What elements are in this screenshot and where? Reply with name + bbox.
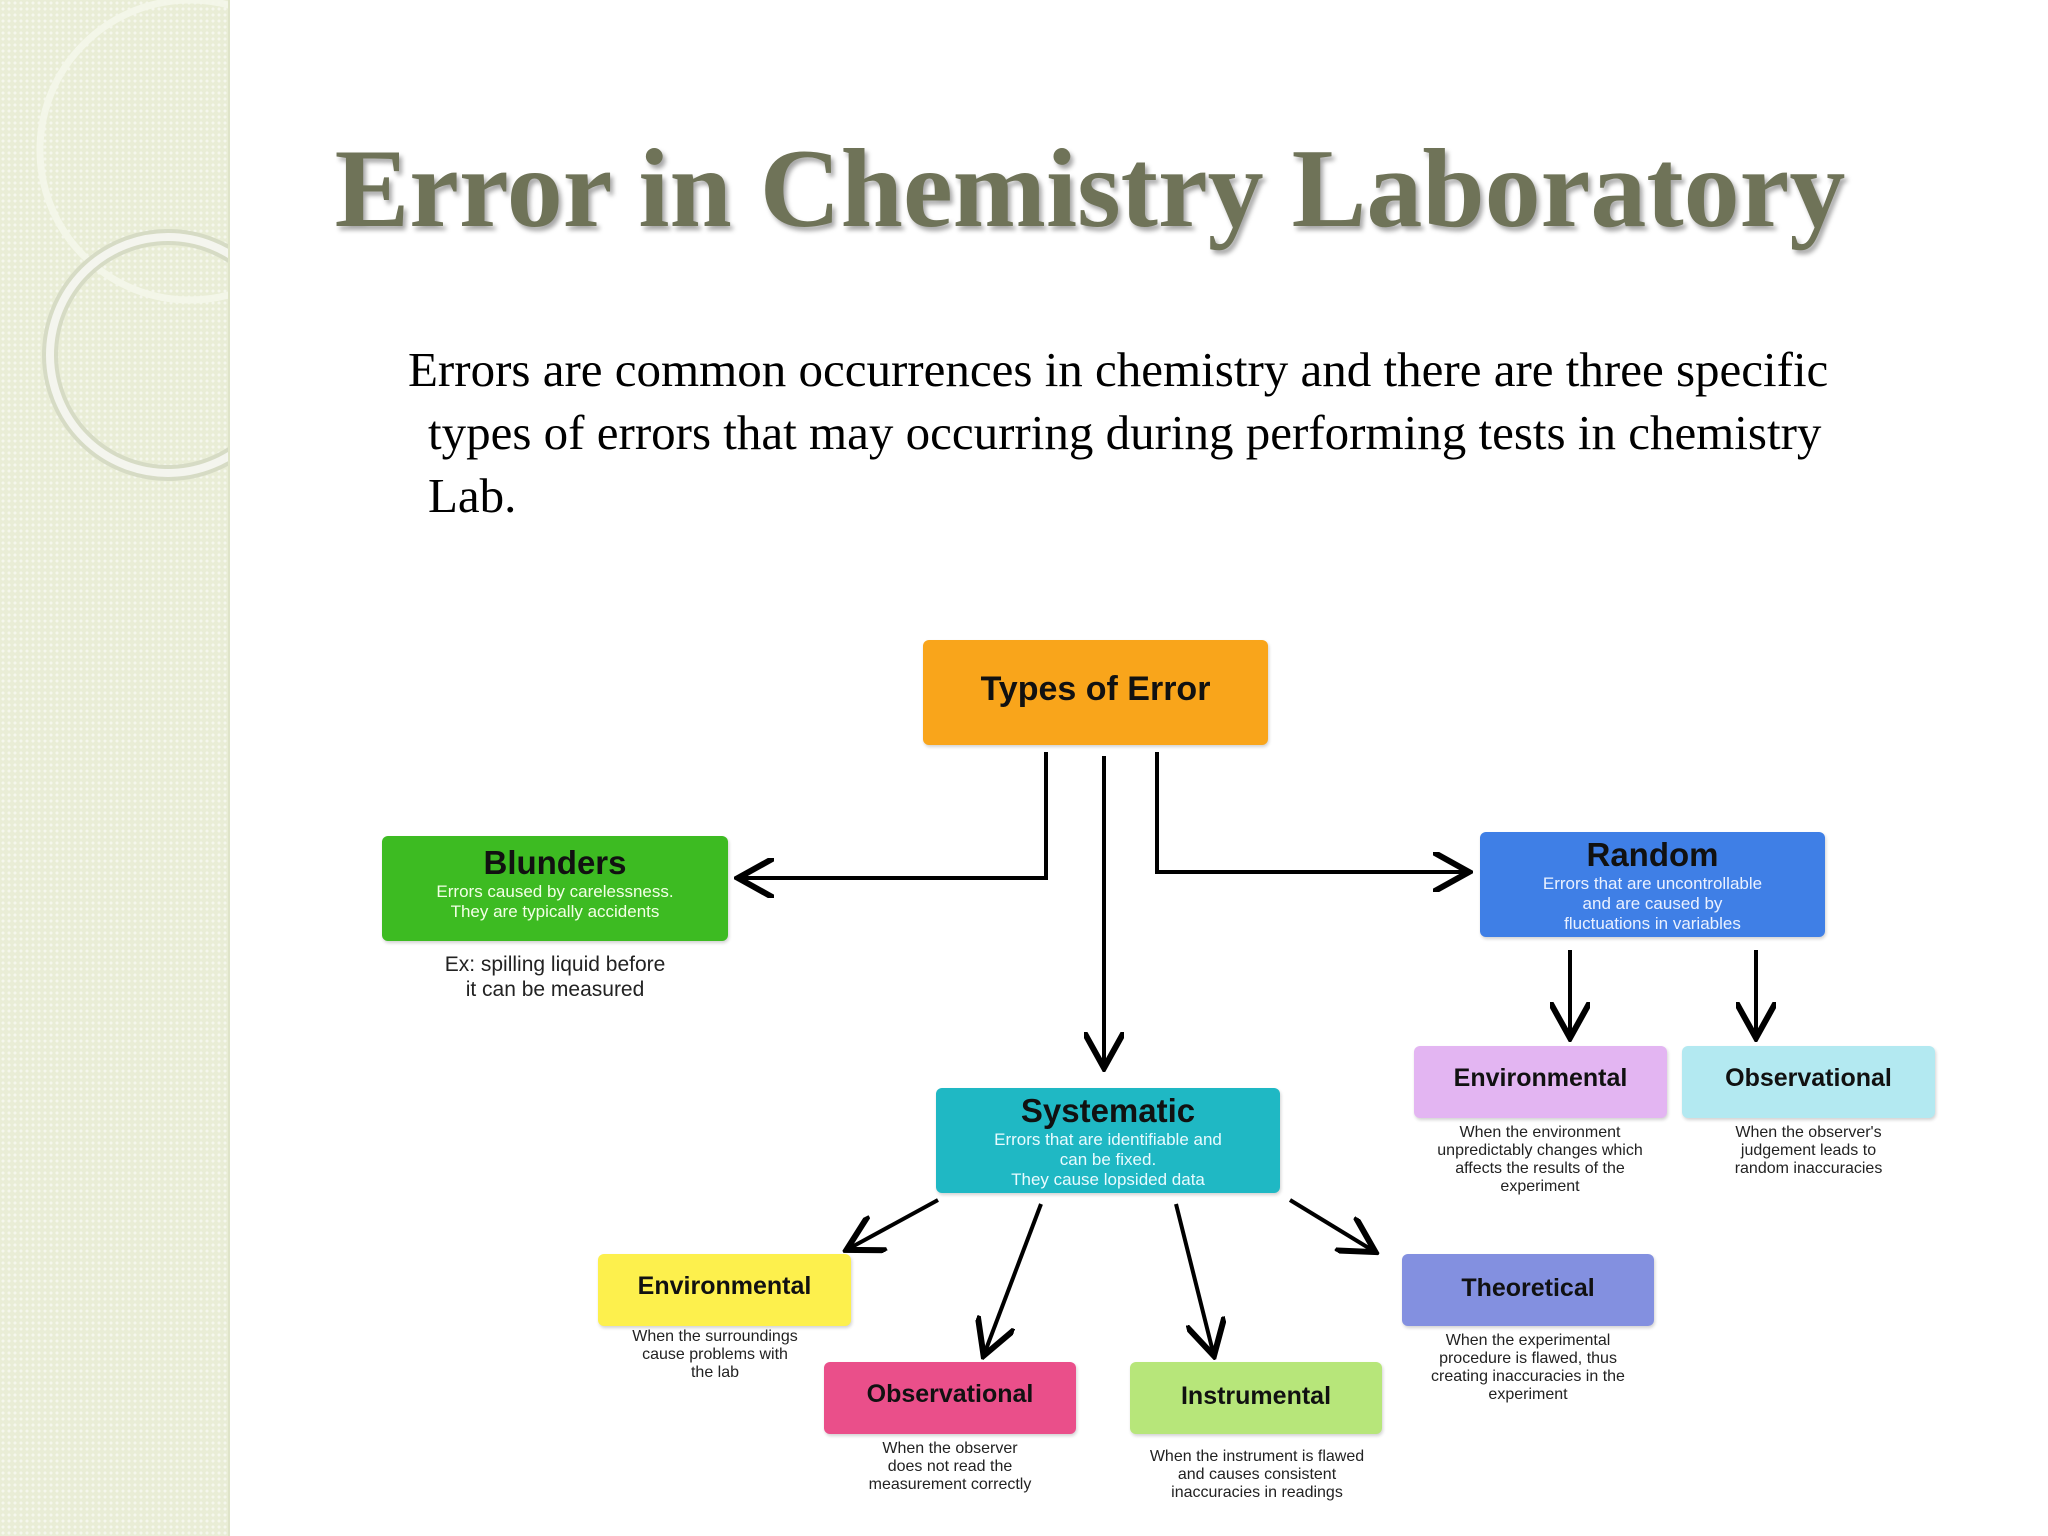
arrow-to-sys-environmental bbox=[850, 1198, 939, 1248]
caption-line: it can be measured bbox=[465, 978, 645, 1001]
caption-line: random inaccuracies bbox=[1734, 1160, 1883, 1177]
caption-line: measurement correctly bbox=[868, 1476, 1032, 1493]
node-label: Observational bbox=[866, 1380, 1034, 1408]
random-observational-node: Observational bbox=[1682, 1046, 1935, 1118]
node-label: Theoretical bbox=[1461, 1274, 1595, 1302]
random-environmental-caption: When the environment unpredictably chang… bbox=[1390, 1124, 1690, 1196]
caption-line: procedure is flawed, thus bbox=[1439, 1350, 1617, 1367]
node-description: They are typically accidents bbox=[450, 902, 660, 921]
node-description: fluctuations in variables bbox=[1564, 914, 1741, 933]
caption-line: When the observer's bbox=[1735, 1124, 1882, 1141]
node-label: Instrumental bbox=[1180, 1382, 1332, 1410]
node-description: Errors caused by carelessness. bbox=[436, 882, 674, 901]
systematic-environmental-caption: When the surroundings cause problems wit… bbox=[592, 1328, 838, 1382]
systematic-environmental-node: Environmental bbox=[598, 1254, 851, 1326]
intro-line: types of errors that may occurring durin… bbox=[428, 405, 1822, 460]
node-description: Errors that are identifiable and bbox=[994, 1130, 1222, 1149]
caption-line: Ex: spilling liquid before bbox=[444, 953, 666, 976]
caption-line: When the observer bbox=[882, 1440, 1018, 1457]
node-label: Blunders bbox=[483, 844, 627, 881]
caption-line: and causes consistent bbox=[1177, 1466, 1337, 1483]
systematic-theoretical-node: Theoretical bbox=[1402, 1254, 1654, 1326]
node-description: They cause lopsided data bbox=[1011, 1170, 1205, 1189]
blunders-node: Blunders Errors caused by carelessness. … bbox=[382, 836, 728, 941]
systematic-observational-caption: When the observer does not read the meas… bbox=[824, 1440, 1076, 1494]
systematic-node: Systematic Errors that are identifiable … bbox=[936, 1088, 1280, 1193]
decorative-rings-icon bbox=[36, 0, 228, 481]
caption-line: unpredictably changes which bbox=[1437, 1142, 1643, 1159]
node-label: Environmental bbox=[1453, 1064, 1628, 1092]
systematic-instrumental-caption: When the instrument is flawed and causes… bbox=[1116, 1448, 1398, 1502]
caption-line: judgement leads to bbox=[1740, 1142, 1877, 1159]
arrow-to-random bbox=[1155, 752, 1465, 872]
node-description: Errors that are uncontrollable bbox=[1542, 874, 1763, 893]
caption-line: When the instrument is flawed bbox=[1149, 1448, 1365, 1465]
caption-line: experiment bbox=[1500, 1178, 1580, 1195]
caption-line: cause problems with bbox=[642, 1346, 788, 1363]
caption-line: When the surroundings bbox=[632, 1328, 798, 1345]
caption-line: When the experimental bbox=[1445, 1332, 1611, 1349]
node-label: Observational bbox=[1725, 1064, 1892, 1092]
node-label: Systematic bbox=[1020, 1092, 1196, 1129]
intro-paragraph: Errors are common occurrences in chemist… bbox=[408, 338, 1948, 527]
node-description: can be fixed. bbox=[1059, 1150, 1157, 1169]
caption-line: does not read the bbox=[887, 1458, 1013, 1475]
systematic-observational-node: Observational bbox=[824, 1362, 1076, 1434]
caption-line: the lab bbox=[690, 1364, 740, 1381]
arrow-to-sys-instrumental bbox=[1174, 1203, 1213, 1352]
systematic-theoretical-caption: When the experimental procedure is flawe… bbox=[1390, 1332, 1666, 1404]
node-label: Environmental bbox=[637, 1272, 812, 1300]
caption-line: creating inaccuracies in the bbox=[1431, 1368, 1625, 1385]
random-node: Random Errors that are uncontrollable an… bbox=[1480, 832, 1825, 937]
intro-line: Lab. bbox=[428, 468, 517, 523]
node-label: Types of Error bbox=[980, 670, 1211, 708]
node-label: Random bbox=[1586, 836, 1719, 873]
types-of-error-node: Types of Error bbox=[923, 640, 1268, 745]
diagram-connectors bbox=[360, 752, 1960, 1520]
caption-line: When the environment bbox=[1459, 1124, 1621, 1141]
arrow-to-blunders bbox=[742, 752, 1048, 878]
caption-line: affects the results of the bbox=[1455, 1160, 1625, 1177]
page-title: Error in Chemistry Laboratory bbox=[334, 127, 1846, 251]
random-observational-caption: When the observer's judgement leads to r… bbox=[1682, 1124, 1935, 1178]
random-environmental-node: Environmental bbox=[1414, 1046, 1667, 1118]
blunders-example: Ex: spilling liquid before it can be mea… bbox=[382, 952, 728, 1002]
systematic-instrumental-node: Instrumental bbox=[1130, 1362, 1382, 1434]
caption-line: inaccuracies in readings bbox=[1171, 1484, 1343, 1501]
arrow-to-sys-theoretical bbox=[1288, 1198, 1372, 1250]
decorative-sidebar bbox=[0, 0, 230, 1536]
arrow-to-sys-observational bbox=[985, 1203, 1043, 1352]
node-description: and are caused by bbox=[1582, 894, 1723, 913]
caption-line: experiment bbox=[1488, 1386, 1568, 1403]
intro-line: Errors are common occurrences in chemist… bbox=[408, 342, 1829, 397]
error-types-diagram: Types of Error Blunders Errors caused by… bbox=[360, 620, 1960, 1520]
